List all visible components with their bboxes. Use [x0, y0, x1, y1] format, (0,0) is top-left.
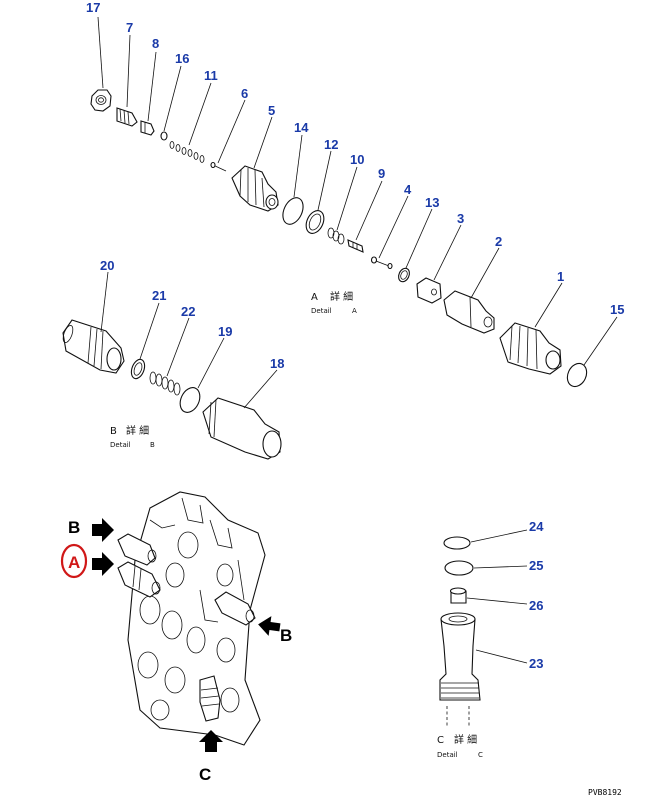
arrow-a — [92, 552, 114, 576]
part-18-plug — [202, 397, 282, 460]
label-2: 2 — [495, 234, 502, 249]
label-3: 3 — [457, 211, 464, 226]
svg-text:詳 細: 詳 細 — [454, 733, 477, 746]
svg-text:A: A — [311, 292, 318, 303]
label-26: 26 — [529, 598, 543, 613]
part-7-plug — [116, 107, 138, 127]
part-2-valve — [443, 290, 495, 334]
svg-text:詳 細: 詳 細 — [330, 290, 353, 303]
label-13: 13 — [425, 195, 439, 210]
label-20: 20 — [100, 258, 114, 273]
detail-c-group — [439, 529, 528, 726]
label-6: 6 — [241, 86, 248, 101]
view-label-b-right: B — [280, 626, 292, 645]
part-25-oring — [444, 560, 474, 576]
part-26-screw — [449, 587, 467, 604]
label-14: 14 — [294, 120, 309, 135]
detail-b-group — [62, 271, 282, 460]
label-25: 25 — [529, 558, 543, 573]
svg-text:B: B — [150, 441, 155, 449]
part-24-oring — [443, 536, 471, 550]
label-19: 19 — [218, 324, 232, 339]
label-18: 18 — [270, 356, 284, 371]
part-11-spring — [169, 141, 205, 163]
detail-c-caption: C 詳 細 Detail C — [437, 733, 483, 759]
part-6-pin — [210, 161, 227, 172]
label-12: 12 — [324, 137, 338, 152]
part-3-sleeve — [416, 277, 442, 304]
svg-text:B: B — [110, 426, 117, 437]
fitting-c — [199, 675, 221, 722]
label-7: 7 — [126, 20, 133, 35]
svg-text:Detail: Detail — [110, 441, 131, 449]
part-20-sleeve — [62, 319, 125, 374]
part-4-poppet — [370, 256, 393, 270]
label-15: 15 — [610, 302, 624, 317]
detail-a-caption: A 詳 細 Detail A — [311, 290, 357, 315]
label-22: 22 — [181, 304, 195, 319]
part-12-snap-ring — [305, 210, 325, 234]
part-number-labels: 17 7 8 16 11 6 5 14 12 10 9 4 13 3 2 1 1… — [86, 0, 624, 671]
label-10: 10 — [350, 152, 364, 167]
label-5: 5 — [268, 103, 275, 118]
arrow-b-upper — [92, 518, 114, 542]
fitting-b-right — [214, 591, 256, 626]
label-9: 9 — [378, 166, 385, 181]
detail-a-group — [90, 16, 618, 388]
svg-text:Detail: Detail — [437, 751, 458, 759]
label-8: 8 — [152, 36, 159, 51]
part-9-spool — [347, 239, 364, 253]
highlight-circle-a — [60, 543, 88, 579]
view-label-c: C — [199, 765, 211, 784]
part-14-oring — [282, 197, 304, 225]
part-5-valve-body — [231, 165, 279, 212]
label-1: 1 — [557, 269, 564, 284]
part-16-oring — [160, 131, 168, 141]
view-label-a: A — [68, 553, 80, 572]
part-19-oring — [179, 387, 201, 413]
part-17-nut — [90, 89, 112, 112]
view-label-b-upper: B — [68, 518, 80, 537]
label-4: 4 — [404, 182, 412, 197]
label-21: 21 — [152, 288, 166, 303]
fitting-a — [117, 561, 161, 598]
label-24: 24 — [529, 519, 544, 534]
document-code: PVB8192 — [588, 788, 622, 797]
svg-text:A: A — [352, 307, 357, 315]
svg-text:C: C — [478, 751, 483, 759]
control-valve-body — [117, 491, 266, 746]
part-21-ring — [130, 358, 146, 380]
svg-text:Detail: Detail — [311, 307, 332, 315]
fitting-b-upper — [117, 533, 157, 566]
part-10-spring — [327, 227, 345, 245]
arrow-c — [199, 730, 223, 752]
label-17: 17 — [86, 0, 100, 15]
svg-text:詳 細: 詳 細 — [126, 424, 149, 437]
arrow-b-right — [258, 616, 281, 636]
part-23-valve — [439, 612, 481, 726]
label-16: 16 — [175, 51, 189, 66]
part-8-sleeve — [140, 120, 155, 136]
detail-b-caption: B 詳 細 Detail B — [110, 424, 155, 449]
part-1-plug — [499, 322, 562, 375]
part-22-spring — [149, 371, 181, 396]
part-13-ring — [398, 267, 410, 283]
label-11: 11 — [204, 68, 218, 83]
label-23: 23 — [529, 656, 543, 671]
part-15-oring — [566, 362, 588, 388]
svg-text:C: C — [437, 735, 444, 746]
